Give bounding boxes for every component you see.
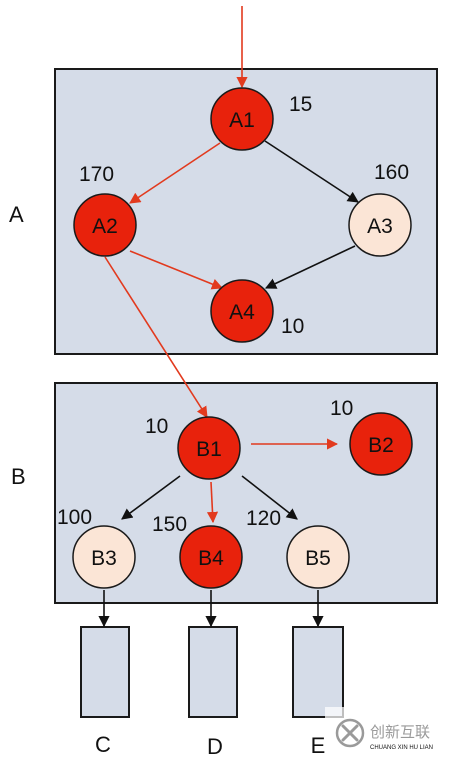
node-b4 [179,525,243,589]
node-b2 [349,412,413,476]
node-b3 [72,525,136,589]
edge-a3-a4 [264,245,356,289]
node-b3-value: 100 [57,506,92,529]
node-a4-value: 10 [281,315,304,338]
node-a1-value: 15 [289,93,312,116]
x-logo-icon [335,718,365,748]
edge-a1-a2 [129,142,221,204]
node-b5-value: 120 [246,507,281,530]
edges [98,6,359,628]
node-b1-value: 10 [145,415,168,438]
watermark-text: 创新互联 [370,723,430,741]
node-b4-value: 150 [152,513,187,536]
node-a1-label: A1 [229,109,255,132]
node-b2-value: 10 [330,397,353,420]
node-b2-label: B2 [368,434,394,457]
output-box-e [292,626,344,718]
node-a2-value: 170 [79,163,114,186]
node-a3-value: 160 [374,161,409,184]
node-a3-label: A3 [367,215,393,238]
edge-b1-b4 [206,481,219,524]
output-label-e: E [311,733,326,758]
node-b5-label: B5 [305,547,331,570]
watermark-subtext: CHUANG XIN HU LIAN [370,745,433,751]
watermark: 创新互联 CHUANG XIN HU LIAN [325,707,470,762]
group-b-label: B [11,464,26,489]
node-b3-label: B3 [91,547,117,570]
edge-a2-b1 [104,256,208,418]
edge-a2-a4 [129,250,224,290]
node-a4-label: A4 [229,301,255,324]
node-a2-label: A2 [92,215,118,238]
node-b4-label: B4 [198,547,224,570]
node-a2 [73,193,137,257]
edge-b1-b3 [121,475,181,520]
edge-a1-a3 [264,140,359,203]
node-b5 [286,525,350,589]
group-a-label: A [9,202,24,227]
node-a1 [210,87,274,151]
output-box-d [188,626,238,718]
output-label-d: D [207,734,223,759]
edge-b1-b5 [241,475,298,520]
node-b1-label: B1 [196,438,222,461]
output-label-c: C [95,732,111,757]
node-a3 [348,193,412,257]
node-a4 [210,279,274,343]
node-b1 [177,416,241,480]
output-box-c [80,626,130,718]
